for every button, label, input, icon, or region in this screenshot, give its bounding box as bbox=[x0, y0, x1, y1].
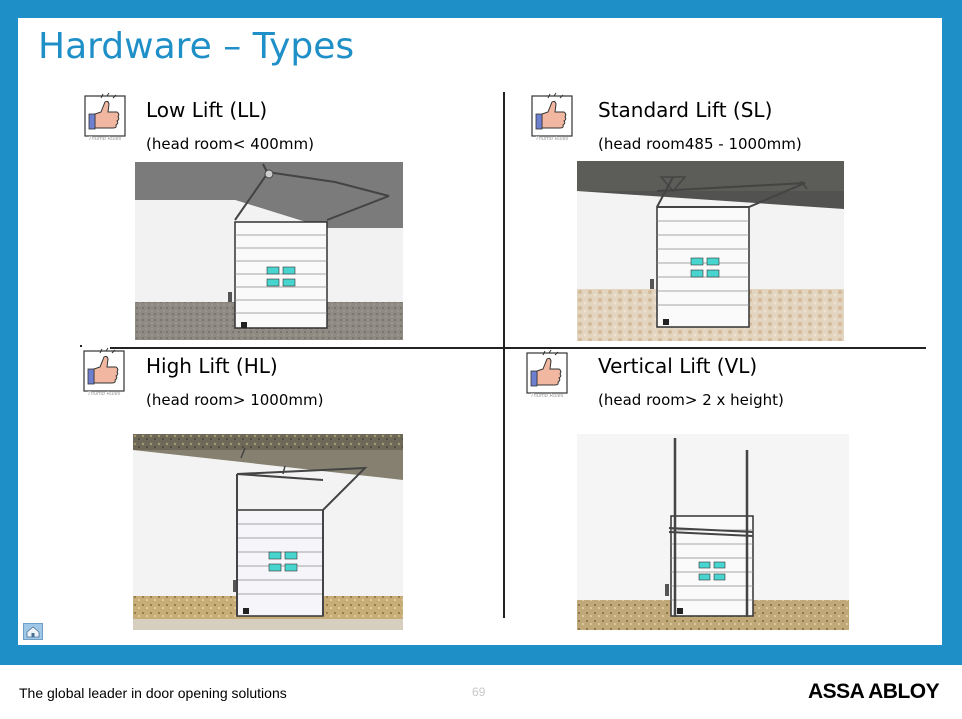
home-icon bbox=[26, 626, 40, 638]
quadrant-title: Low Lift (LL) bbox=[146, 98, 268, 122]
slide-title: Hardware – Types bbox=[38, 26, 355, 67]
page-number: 69 bbox=[472, 685, 486, 699]
standard-lift-door-illustration bbox=[577, 161, 844, 341]
footer-tagline: The global leader in door opening soluti… bbox=[19, 685, 287, 701]
quadrant-title: High Lift (HL) bbox=[146, 354, 278, 378]
horizontal-divider bbox=[110, 347, 926, 349]
thumb-up-icon: Thumb Rules bbox=[531, 92, 573, 142]
svg-text:Thumb Rules: Thumb Rules bbox=[531, 393, 564, 399]
thumb-up-icon: Thumb Rules bbox=[84, 92, 126, 142]
brand-logo: ASSA ABLOY bbox=[808, 680, 940, 703]
svg-text:Thumb Rules: Thumb Rules bbox=[536, 136, 569, 142]
thumb-up-icon: Thumb Rules bbox=[526, 349, 568, 399]
svg-text:Thumb Rules: Thumb Rules bbox=[89, 136, 122, 142]
vertical-lift-door-illustration bbox=[577, 434, 849, 630]
slide: Hardware – Types Thumb Rules Low Lift (L… bbox=[18, 18, 942, 645]
low-lift-door-illustration bbox=[135, 162, 403, 340]
divider-dot bbox=[80, 345, 82, 347]
quadrant-headroom: (head room> 1000mm) bbox=[146, 391, 324, 409]
thumb-up-icon: Thumb Rules bbox=[83, 347, 125, 397]
svg-text:Thumb Rules: Thumb Rules bbox=[88, 391, 121, 397]
quadrant-headroom: (head room> 2 x height) bbox=[598, 391, 784, 409]
quadrant-title: Vertical Lift (VL) bbox=[598, 354, 758, 378]
quadrant-title: Standard Lift (SL) bbox=[598, 98, 773, 122]
vertical-divider bbox=[503, 92, 505, 618]
high-lift-door-illustration bbox=[133, 434, 403, 630]
quadrant-headroom: (head room485 - 1000mm) bbox=[598, 135, 802, 153]
home-button[interactable] bbox=[23, 623, 43, 640]
quadrant-headroom: (head room< 400mm) bbox=[146, 135, 314, 153]
